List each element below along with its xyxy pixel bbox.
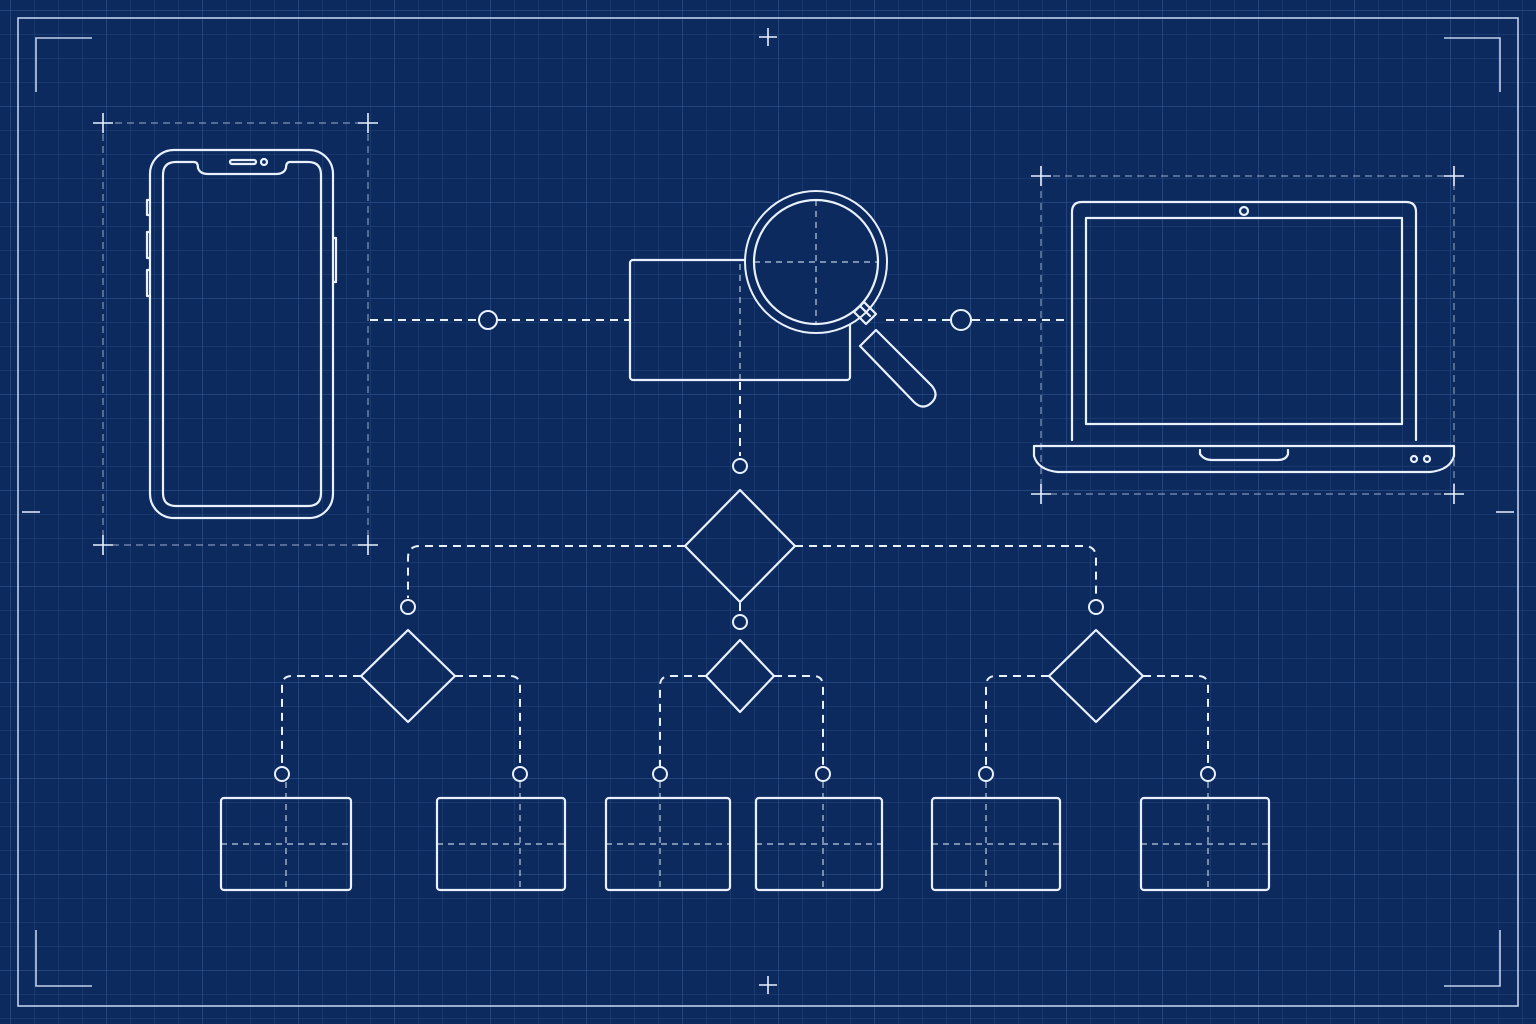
- search-block: [628, 190, 937, 408]
- leaf-box-5: [930, 782, 1062, 892]
- leaf-box-6: [1139, 782, 1271, 892]
- flowchart: [219, 382, 1271, 892]
- magnifying-glass-icon: [744, 190, 937, 408]
- leaf-box-3: [604, 782, 732, 892]
- connector-search-to-laptop: [886, 309, 1070, 331]
- leaf-box-4: [754, 782, 884, 892]
- leaf-box-1: [219, 782, 353, 892]
- laptop-outline-icon: [1031, 166, 1464, 504]
- smartphone-outline-icon: [93, 113, 378, 555]
- decision-node-right: [1047, 628, 1145, 724]
- decision-node-left: [359, 628, 457, 724]
- decision-node-middle: [704, 638, 776, 714]
- connector-phone-to-search: [370, 310, 630, 330]
- decision-node-root: [683, 488, 797, 604]
- sheet-border: [17, 17, 1519, 1007]
- leaf-box-2: [435, 782, 567, 892]
